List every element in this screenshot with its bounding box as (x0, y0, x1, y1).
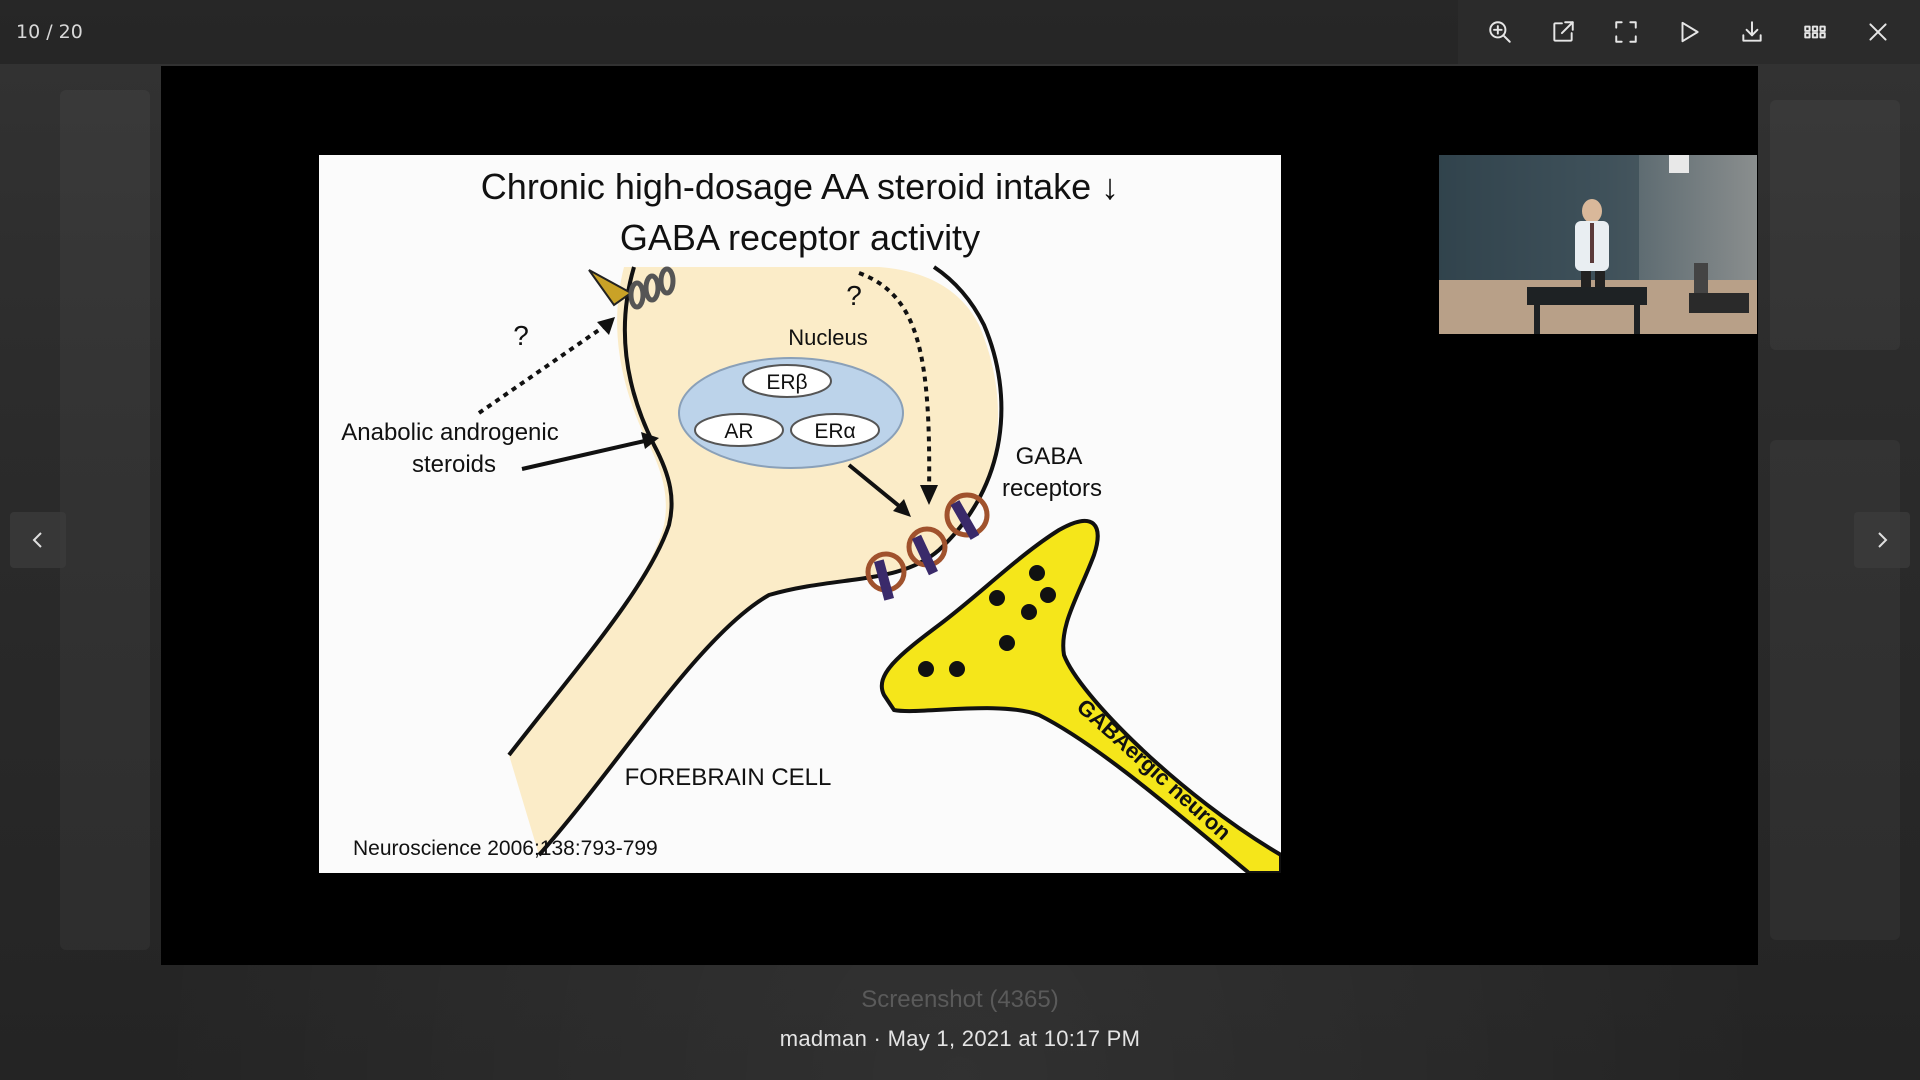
dotted-arrow-left (477, 321, 611, 415)
gabaergic-neuron-shape (879, 518, 1281, 873)
lecture-slide: Chronic high-dosage AA steroid intake ↓ … (319, 155, 1281, 873)
fullscreen-button[interactable] (1604, 10, 1648, 54)
image-counter: 10 / 20 (16, 21, 83, 43)
image-meta: madman · May 1, 2021 at 10:17 PM (779, 1026, 1141, 1051)
arrowhead (893, 499, 911, 517)
download-button[interactable] (1730, 10, 1774, 54)
open-external-icon (1553, 21, 1574, 42)
receptor-channel-top (628, 266, 676, 310)
ar-oval (694, 413, 784, 447)
ar-label: AR (724, 420, 753, 443)
close-button[interactable] (1856, 10, 1900, 54)
grid-icon (1804, 25, 1826, 39)
cell-membrane-lower (537, 265, 1004, 857)
dotted-arrow-right (858, 271, 932, 496)
membrane-receptor-top (588, 269, 633, 307)
fullscreen-icon (1615, 21, 1637, 43)
gabaergic-neuron-label: GABAergic neuron (1072, 694, 1236, 845)
arrowhead (641, 432, 659, 449)
image-viewer[interactable]: Chronic high-dosage AA steroid intake ↓ … (161, 66, 1758, 965)
arrowhead (597, 317, 615, 335)
gaba-receptor-group (865, 492, 990, 601)
download-icon (1742, 21, 1762, 42)
presenter-video-pip[interactable] (1439, 155, 1757, 334)
presenter-video-frame (1439, 155, 1757, 334)
zoom-in-icon (1488, 21, 1511, 43)
gaba-label-line2: receptors (1002, 475, 1102, 502)
forebrain-cell-label: FOREBRAIN CELL (625, 764, 832, 791)
nucleus-arrow (847, 463, 906, 512)
previous-image-button[interactable] (10, 512, 66, 568)
steroids-label-line1: Anabolic androgenic (341, 419, 559, 446)
er-alpha-label: ERα (814, 420, 855, 443)
slideshow-button[interactable] (1667, 10, 1711, 54)
er-beta-oval (742, 364, 832, 398)
viewer-toolbar (1458, 0, 1920, 64)
steroid-arrow (521, 438, 650, 471)
close-icon (1869, 23, 1887, 41)
open-external-button[interactable] (1541, 10, 1585, 54)
question-mark-right: ? (846, 280, 862, 311)
slide-diagram: Chronic high-dosage AA steroid intake ↓ … (341, 166, 1281, 873)
er-alpha-oval (790, 413, 880, 447)
slide-title-line2: GABA receptor activity (620, 217, 980, 258)
top-bar: 10 / 20 (0, 0, 1920, 64)
image-title: Screenshot (4365) (861, 986, 1059, 1013)
background-thumbnail (1770, 100, 1900, 350)
background-thumbnail (60, 90, 150, 950)
er-beta-label: ERβ (766, 371, 807, 394)
next-image-button[interactable] (1854, 512, 1910, 568)
chevron-left-icon (32, 532, 42, 548)
chevron-right-icon (1878, 532, 1888, 548)
slide-title-line1: Chronic high-dosage AA steroid intake ↓ (481, 166, 1119, 207)
arrowhead (920, 485, 938, 505)
steroids-label-line2: steroids (412, 451, 496, 478)
cell-membrane-upper (507, 266, 674, 757)
vesicle-dots (918, 565, 1056, 677)
citation: Neuroscience 2006;138:793-799 (353, 837, 658, 860)
question-mark-left: ? (513, 320, 529, 351)
nucleus-label: Nucleus (788, 325, 867, 350)
zoom-in-button[interactable] (1478, 10, 1522, 54)
play-icon (1681, 21, 1699, 43)
gaba-label-line1: GABA (1016, 443, 1083, 470)
grid-view-button[interactable] (1793, 10, 1837, 54)
